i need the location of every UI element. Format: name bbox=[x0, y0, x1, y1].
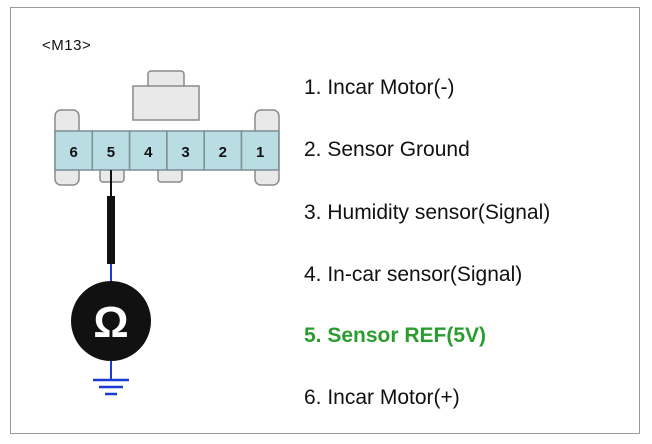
pin-number-4: 4 bbox=[144, 144, 153, 161]
connector-pin-row: 6 5 4 3 2 1 bbox=[54, 130, 280, 171]
pin-cell-4 bbox=[128, 130, 168, 171]
legend-item-pin-4: 4. In-car sensor(Signal) bbox=[304, 263, 523, 286]
connector-id-label: <M13> bbox=[42, 37, 92, 54]
pin-number-2: 2 bbox=[219, 144, 227, 161]
legend-item-pin-1: 1. Incar Motor(-) bbox=[304, 76, 455, 99]
ohmmeter-icon: Ω bbox=[71, 281, 151, 361]
pin-number-1: 1 bbox=[256, 144, 264, 161]
ohm-symbol: Ω bbox=[93, 298, 128, 347]
legend-item-pin-2: 2. Sensor Ground bbox=[304, 138, 470, 161]
pin-number-5: 5 bbox=[107, 144, 115, 161]
legend-item-pin-6: 6. Incar Motor(+) bbox=[304, 386, 460, 409]
pin-number-6: 6 bbox=[69, 144, 77, 161]
legend-item-pin-5: 5. Sensor REF(5V) bbox=[304, 324, 487, 347]
pin-number-3: 3 bbox=[181, 144, 189, 161]
pin-cell-1 bbox=[240, 130, 280, 171]
legend-item-pin-3: 3. Humidity sensor(Signal) bbox=[304, 201, 551, 224]
probe-lead-body bbox=[107, 196, 115, 264]
connector-top-housing bbox=[132, 85, 200, 121]
ground-icon bbox=[93, 361, 129, 396]
